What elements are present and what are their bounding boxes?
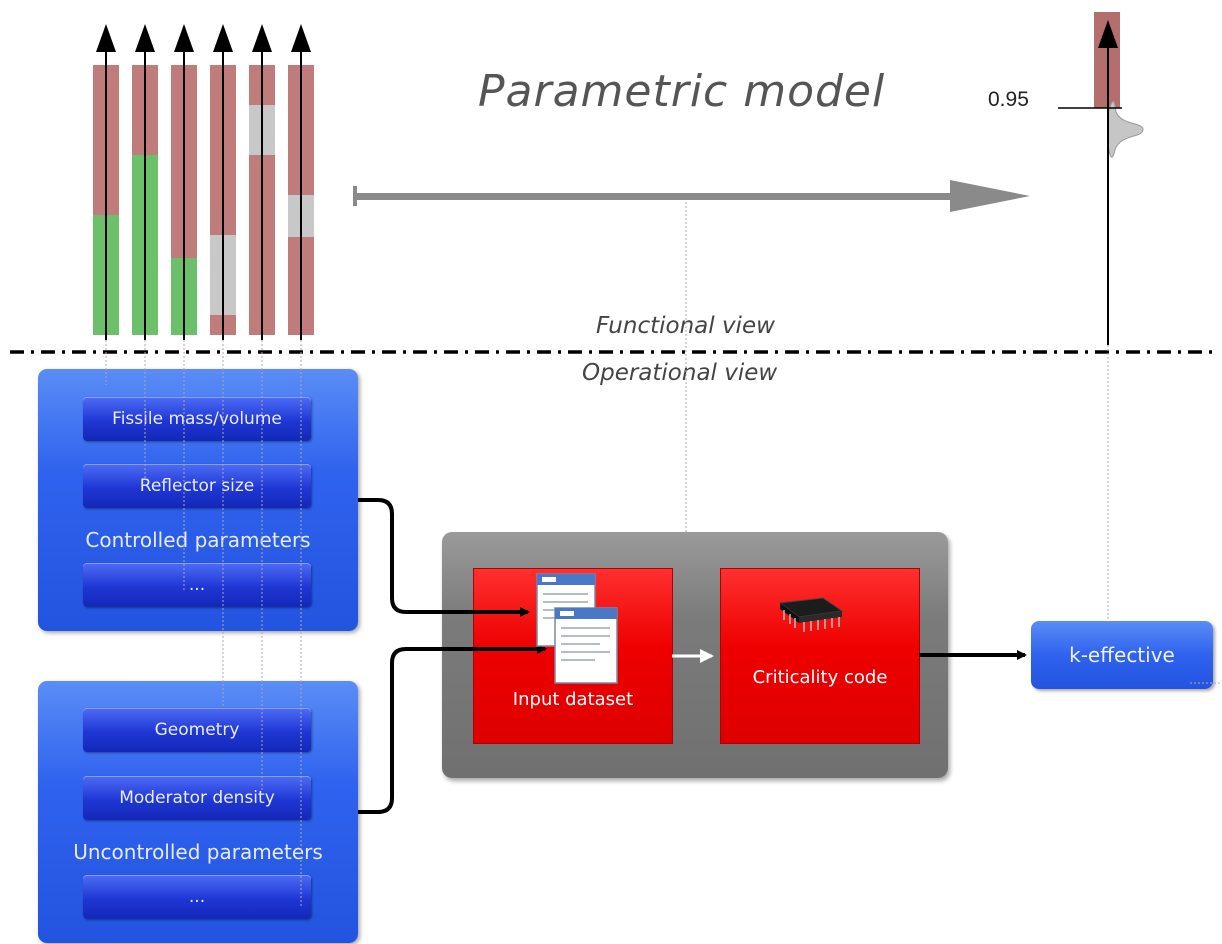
controlled-parameters-group: Fissile mass/volume Reflector size Contr… xyxy=(38,369,358,631)
param-uncontrolled-more[interactable]: ... xyxy=(83,875,311,919)
input-dataset-label: Input dataset xyxy=(512,689,634,710)
parameter-axis-arrows xyxy=(96,24,311,340)
controlled-parameters-label: Controlled parameters xyxy=(85,528,311,552)
param-moderator-density[interactable]: Moderator density xyxy=(83,776,311,820)
operational-view-label: Operational view xyxy=(582,360,778,386)
param-controlled-more[interactable]: ... xyxy=(83,563,311,607)
uncontrolled-parameters-label: Uncontrolled parameters xyxy=(73,840,323,864)
criticality-code-label: Criticality code xyxy=(752,667,888,688)
param-reflector-size[interactable]: Reflector size xyxy=(83,464,311,508)
param-geometry[interactable]: Geometry xyxy=(83,708,311,752)
criticality-code-box[interactable]: Criticality code xyxy=(720,568,920,744)
probability-threshold-label: 0.95 xyxy=(988,88,1029,111)
param-fissile-mass[interactable]: Fissile mass/volume xyxy=(83,397,311,441)
input-dataset-box[interactable]: Input dataset xyxy=(473,568,673,744)
diagram-title: Parametric model xyxy=(478,66,886,117)
uncontrolled-parameters-group: Geometry Moderator density Uncontrolled … xyxy=(38,681,358,943)
parametric-model-arrow xyxy=(353,180,1030,212)
functional-view-label: Functional view xyxy=(596,313,775,339)
output-distribution xyxy=(1058,12,1144,345)
k-effective-output[interactable]: k-effective xyxy=(1031,621,1213,689)
